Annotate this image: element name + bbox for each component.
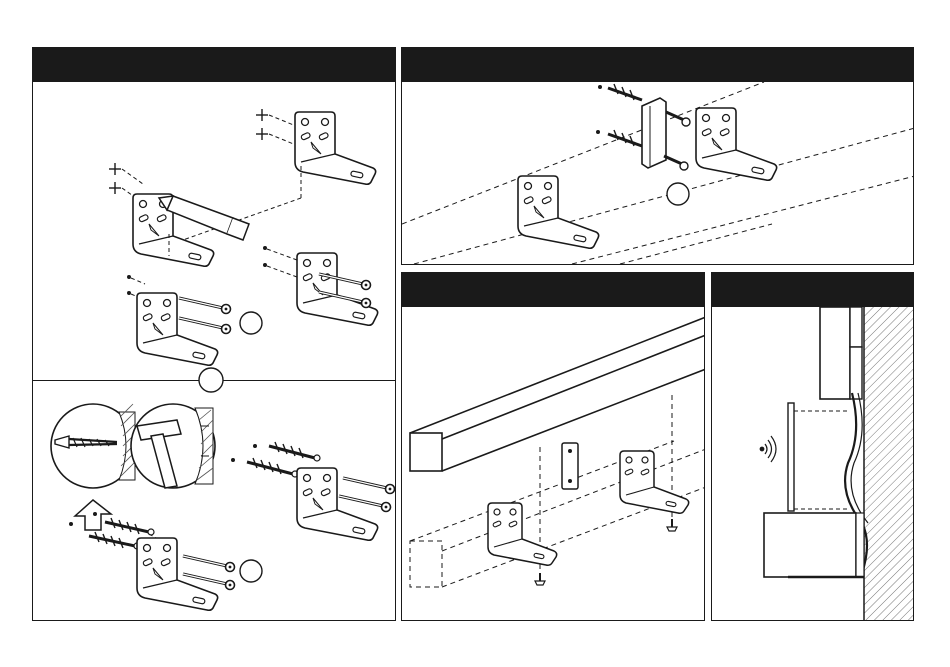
panel-mark-and-prepare [32,47,396,621]
screw-icon [179,298,231,314]
panel-1-illustration [33,48,396,621]
step-marker-circle [667,183,689,205]
screw-icon [535,573,545,585]
step-marker-circle [240,312,262,334]
panel-3-illustration [402,273,705,621]
wall-icon [864,307,914,621]
wall-anchor-icon [269,442,320,461]
panel-mount-on-wall [401,272,705,621]
bracket-icon [295,112,376,184]
mark-cross-icon [256,109,268,121]
panel-4-illustration [712,273,914,621]
screw-icon [666,112,684,120]
step-marker-circle [199,368,223,392]
remote-panel-icon [788,403,794,511]
bracket-icon [518,176,599,248]
wall-anchor-icon [89,532,140,549]
bracket-icon [297,468,378,540]
bracket-icon [620,451,689,513]
panel-2-illustration [402,48,914,265]
mark-cross-icon [109,182,121,194]
spacer-plate-icon [642,98,666,168]
screw-icon [183,556,235,572]
bracket-icon [696,108,777,180]
bracket-icon [137,538,218,610]
screw-icon [343,478,395,494]
wireless-signal-icon [760,436,776,462]
arrow-up-icon [75,500,111,530]
drill-icon [51,404,135,488]
screw-icon [179,318,231,334]
hammer-icon [131,404,215,488]
screw-icon [667,519,677,531]
bracket-icon [488,503,557,565]
screw-icon [339,496,391,512]
panel-attach-to-soundbar [401,47,914,265]
tv-icon [820,307,862,399]
soundbar-icon [410,317,705,471]
soundbar-icon [764,513,864,577]
wall-anchor-icon [105,518,154,535]
mark-cross-icon [109,163,121,175]
wall-anchor-icon [247,458,298,477]
step-marker-circle [240,560,262,582]
panel-side-view [711,272,914,621]
mark-cross-icon [256,128,268,140]
